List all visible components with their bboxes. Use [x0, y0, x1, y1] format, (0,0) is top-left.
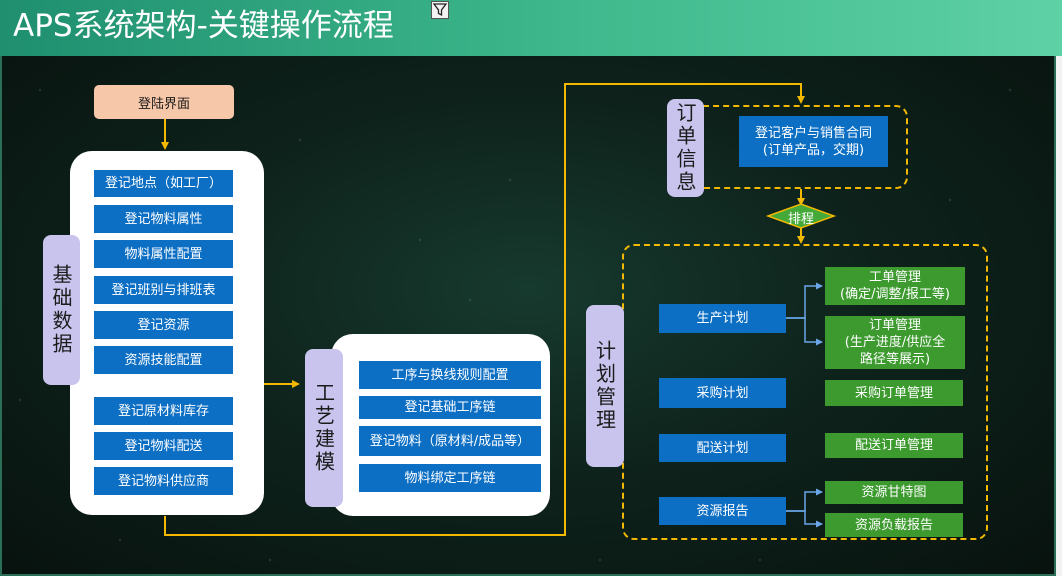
basic-item: 登记地点（如工厂） [94, 170, 233, 197]
basic-item: 资源技能配置 [94, 346, 233, 374]
page-title: APS系统架构-关键操作流程 [13, 8, 394, 44]
login-box: 登陆界面 [94, 85, 234, 119]
order-contract-line2: (订单产品，交期) [762, 142, 865, 158]
basic-item: 登记物料属性 [94, 205, 233, 233]
process-item: 工序与换线规则配置 [359, 361, 541, 389]
header-bar: APS系统架构-关键操作流程 [0, 0, 1062, 56]
basic-item: 登记物料供应商 [94, 467, 233, 495]
delivery-order-box: 配送订单管理 [825, 433, 963, 458]
basic-item: 登记物料配送 [94, 432, 233, 460]
filter-icon[interactable] [431, 1, 449, 19]
plan-delivery: 配送计划 [659, 434, 786, 462]
resource-gantt-box: 资源甘特图 [825, 481, 963, 504]
work-order-sub: (确定/调整/报工等) [840, 287, 950, 302]
sales-order-box: 订单管理 (生产进度/供应全 路径等展示) [825, 316, 965, 369]
plan-purchase: 采购计划 [659, 378, 786, 408]
purchase-order-box: 采购订单管理 [825, 380, 963, 406]
flow-to-order-line [164, 83, 805, 536]
plan-resource-report: 资源报告 [659, 497, 786, 525]
work-order-box: 工单管理 (确定/调整/报工等) [825, 267, 965, 305]
sales-order-sub2: 路径等展示) [859, 352, 931, 367]
order-contract-box: 登记客户与销售合同 (订单产品，交期) [739, 116, 888, 167]
plan-label: 计划管理 [586, 305, 624, 467]
prod-branch-2 [786, 317, 823, 346]
process-item: 登记基础工序链 [359, 396, 541, 419]
basic-item: 登记班别与排班表 [94, 276, 233, 304]
schedule-diamond [765, 203, 837, 229]
order-contract-line1: 登记客户与销售合同 [754, 125, 872, 141]
process-label: 工艺建模 [305, 349, 343, 507]
login-label: 登陆界面 [137, 96, 190, 112]
sales-order-sub1: (生产进度/供应全 [844, 335, 946, 350]
basic-data-label: 基础数据 [43, 235, 80, 385]
page-edge [1056, 56, 1062, 576]
resource-load-box: 资源负载报告 [825, 513, 963, 537]
process-item: 物料绑定工序链 [359, 464, 541, 492]
work-order-title: 工单管理 [868, 270, 921, 285]
res-branch-2 [786, 510, 823, 528]
basic-item: 登记资源 [94, 311, 233, 339]
schedule-label: 排程 [787, 212, 814, 227]
plan-production: 生产计划 [659, 304, 786, 333]
process-item: 登记物料（原材料/成品等） [359, 426, 541, 456]
basic-item: 物料属性配置 [94, 240, 233, 268]
basic-item: 登记原材料库存 [94, 397, 233, 425]
sales-order-title: 订单管理 [868, 318, 921, 333]
order-label: 订单信息 [667, 99, 704, 197]
